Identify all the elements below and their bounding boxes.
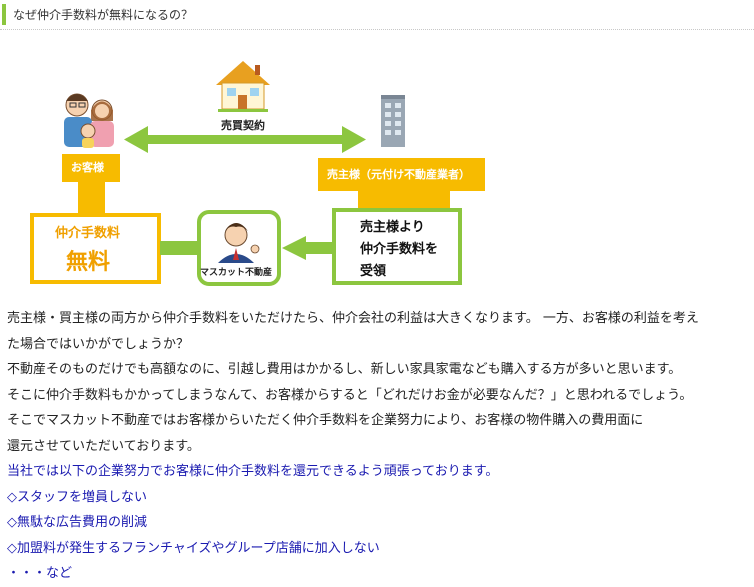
fee-company-link	[160, 241, 200, 255]
receive-box	[332, 208, 462, 285]
effort-item: ◇無駄な広告費用の削減	[7, 515, 147, 530]
agent-person-icon	[218, 223, 260, 263]
effort-item: ・・・など	[7, 566, 73, 581]
paragraph-line: た場合ではいかがでしょうか？	[7, 336, 190, 352]
family-icon	[64, 93, 114, 148]
effort-item: ◇加盟料が発生するフランチャイズやグループ店舗に加入しない	[7, 540, 380, 556]
company-label: マスカット不動産	[200, 268, 273, 278]
fee-free-label: 無料	[66, 250, 111, 275]
section-title: なぜ仲介手数料が無料になるの？	[13, 8, 194, 22]
paragraph-line: そこでマスカット不動産ではお客様からいただく仲介手数料を企業努力により、お客様の…	[7, 413, 644, 428]
receive-line: 仲介手数料を	[360, 242, 439, 257]
fee-diagram: 売買契約 お客様 売主様（元付け不動産業者） 仲介手数料 無料 マスカット不動産…	[0, 55, 754, 295]
paragraph-line: 還元させていただいております。	[7, 438, 200, 454]
fee-flow-arrow	[282, 236, 335, 260]
contract-label: 売買契約	[221, 119, 265, 132]
seller-tag	[318, 158, 485, 191]
section-header: なぜ仲介手数料が無料になるの？	[0, 0, 754, 30]
seller-connector	[358, 190, 450, 211]
fee-box	[30, 213, 161, 284]
company-box	[197, 210, 281, 286]
effort-item: ◇スタッフを増員しない	[7, 489, 147, 505]
customer-connector	[78, 181, 105, 216]
customer-label: お客様	[71, 161, 104, 174]
explanation-text: 売主様・買主様の両方から仲介手数料をいただけたら、仲介会社の利益は大きくなります…	[7, 306, 752, 587]
effort-intro: 当社では以下の企業努力でお客様に仲介手数料を還元できるよう頑張っております。	[7, 464, 499, 479]
fee-title: 仲介手数料	[55, 226, 121, 241]
contract-arrow	[124, 126, 366, 153]
receive-line: 受領	[360, 264, 387, 279]
paragraph-line: 不動産そのものだけでも高額なのに、引越し費用はかかるし、新しい家具家電なども購入…	[7, 362, 682, 377]
seller-label: 売主様（元付け不動産業者）	[327, 168, 470, 181]
building-icon	[381, 95, 405, 147]
paragraph-line: そこに仲介手数料もかかってしまうなんて、お客様からすると「どれだけお金が必要なん…	[7, 387, 693, 403]
diagram-graphics	[30, 61, 485, 286]
house-icon	[216, 61, 270, 112]
paragraph-line: 売主様・買主様の両方から仲介手数料をいただけたら、仲介会社の利益は大きくなります…	[7, 311, 699, 326]
header-accent-bar	[2, 4, 6, 25]
receive-line: 売主様より	[360, 220, 425, 235]
customer-tag	[62, 154, 120, 182]
receive-text: 売主様より 仲介手数料を 受領	[360, 217, 438, 283]
